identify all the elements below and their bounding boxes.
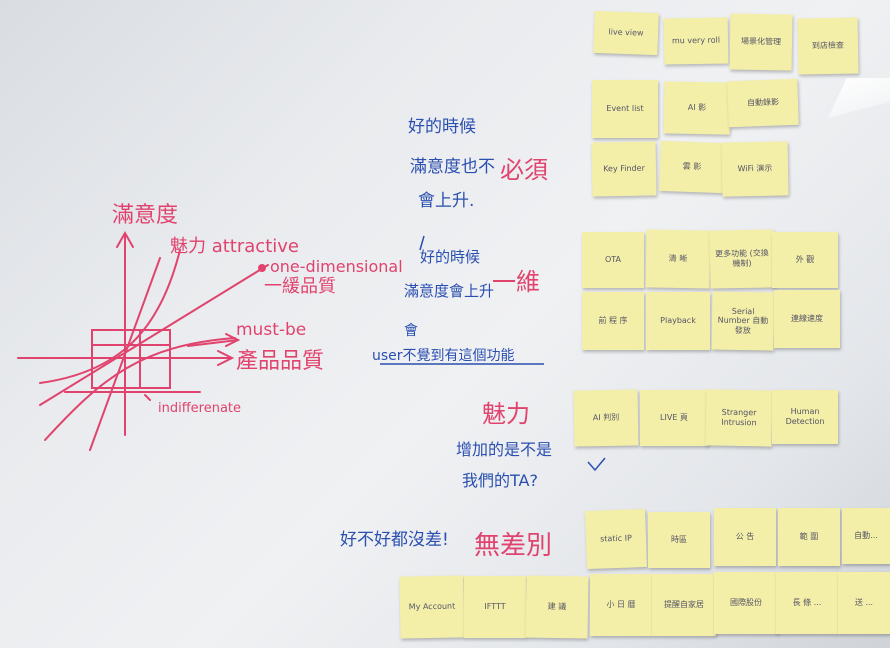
must-note-line3: 會上升. — [418, 191, 474, 211]
indifferent-label: indifferenate — [158, 401, 241, 416]
attractive-title: 魅力 — [482, 400, 530, 428]
sticky-note: LIVE 頁 — [640, 390, 708, 446]
sticky-note: 場景化管理 — [729, 13, 793, 71]
quadrant-box — [91, 329, 171, 389]
sticky-note: 送 ... — [838, 572, 890, 634]
indifferent-note: 好不好都沒差! — [340, 530, 449, 550]
sticky-note: 外 觀 — [772, 232, 838, 288]
sticky-note: My Account — [399, 575, 465, 639]
sticky-note: 長 條 ... — [776, 572, 838, 634]
sticky-note: 國際股份 — [714, 572, 778, 634]
sticky-note: Key Finder — [591, 141, 657, 197]
one-dimensional-line — [39, 264, 269, 406]
sticky-note: Serial Number 自動發放 — [711, 291, 775, 351]
one-dimensional-label: one-dimensional — [270, 257, 403, 276]
must-note-line1: 好的時候 — [408, 117, 476, 137]
user-note: user不覺到有這個功能 — [372, 348, 515, 364]
sticky-note: 自動錄影 — [727, 78, 799, 128]
one-dimensional-cn-label: 一緩品質 — [264, 276, 336, 297]
sticky-note: 範 圍 — [778, 508, 840, 566]
sticky-note: 時區 — [648, 512, 710, 568]
y-axis-arrow — [116, 230, 134, 248]
sticky-note: live view — [593, 10, 659, 56]
sticky-note: AI 判別 — [573, 389, 639, 447]
sticky-note: Playback — [646, 292, 710, 350]
sticky-note: 建 議 — [525, 575, 589, 639]
must-be-curve — [44, 337, 236, 441]
one-note-line2: 滿意度會上升 — [404, 282, 494, 300]
sticky-note: 連線速度 — [774, 290, 840, 348]
must-be-label: must-be — [236, 320, 306, 340]
sticky-note: WiFi 演示 — [721, 141, 789, 197]
sticky-note: mu very roll — [663, 17, 729, 65]
sticky-note: 到店檢查 — [797, 17, 859, 75]
one-note-line1: 好的時候 — [420, 248, 480, 266]
attractive-note-line1: 增加的是不是 — [456, 440, 552, 459]
sticky-note: 更多功能 (交換機制) — [709, 229, 775, 289]
product-quality-label: 產品品質 — [236, 349, 324, 374]
sticky-note: 自動... — [842, 508, 890, 564]
must-tag: 必須 — [500, 156, 548, 184]
sticky-note: Stranger Intrusion — [705, 389, 773, 447]
sticky-note: 前 程 序 — [582, 292, 644, 350]
indifferent-tag: 無差別 — [474, 531, 552, 561]
sticky-note: OTA — [582, 232, 644, 288]
one-dimensional-dot — [258, 264, 266, 272]
sticky-note: IFTTT — [464, 576, 526, 638]
sticky-note: AI 影 — [663, 81, 731, 135]
attractive-note-line2: 我們的TA? — [462, 471, 538, 490]
sticky-note: 小 日 曆 — [590, 574, 652, 636]
satisfaction-label: 滿意度 — [112, 203, 178, 228]
x-axis-arrow — [217, 350, 235, 366]
sticky-note: Human Detection — [772, 390, 838, 444]
sticky-note: 雲 影 — [659, 140, 725, 194]
attractive-label: 魅力 attractive — [170, 236, 299, 257]
sticky-note: 清 晰 — [645, 229, 711, 289]
attractive-curve — [39, 249, 181, 384]
sticky-note: Event list — [592, 80, 658, 138]
must-note-line2: 滿意度也不 — [410, 157, 495, 177]
one-tag: 一維 — [492, 268, 540, 296]
sticky-note: 提醒自家居 — [652, 574, 716, 636]
sticky-note: 公 告 — [714, 508, 776, 566]
sticky-note: static IP — [585, 508, 647, 570]
user-mark: 會 — [404, 323, 418, 339]
slant-line — [89, 257, 161, 451]
